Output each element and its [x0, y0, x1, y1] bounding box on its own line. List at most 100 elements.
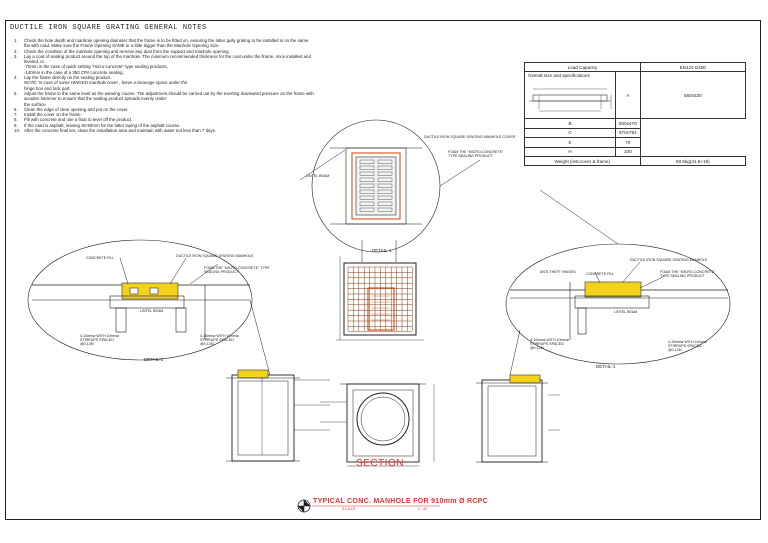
section-title: SECTION [356, 458, 404, 469]
label-micro-concrete-right: FOAM THE "MICRO-CONCRETE" TYPE SEALING P… [660, 270, 716, 278]
note-text: Check the hole depth and manhole opening… [24, 38, 309, 49]
note-item: hinge box and lock part. [14, 86, 314, 91]
grate-slot [377, 159, 393, 164]
note-text: hinge box and lock part. [24, 85, 71, 91]
note-item: 7. Install the cover on the frame. [14, 112, 314, 117]
label-anti-theft: ANTI-THEFT HINGES [540, 270, 576, 274]
note-number: 1. [14, 38, 18, 43]
right-detail-section [505, 243, 731, 365]
note-item: 5. Adjust the frame to the same level as … [14, 91, 314, 102]
notes-title: DUCTILE IRON SQUARE GRATING GENERAL NOTE… [10, 24, 207, 32]
grate-slot [359, 177, 375, 182]
size-spec-cell: Overall size and specifications [524, 71, 616, 120]
note-text: Adjust the frame to the same level as th… [24, 90, 314, 102]
note-number: 2. [14, 48, 18, 54]
grate-slot [359, 159, 375, 164]
label-detail-left: DETAIL-2 [144, 357, 164, 362]
note-item: 1. Check the hole depth and manhole openi… [14, 38, 314, 49]
scale-value: 1 : 40 [418, 507, 427, 511]
note-text: Fill with concrete and use a float to le… [24, 117, 133, 123]
note-number: 6. [14, 106, 18, 112]
note-number: 4. [14, 75, 18, 81]
grate-slot [377, 189, 393, 194]
label-concrete-fill-right: CONCRETE FILL [586, 272, 615, 276]
note-text: the surface. [24, 101, 47, 107]
note-text: Lay a coat of sealing product around the… [24, 53, 311, 65]
label-stirrups-left-a: 4-10mmø WITH 10mmø STIRRUPS SPACED @0.12… [80, 334, 119, 346]
grate-slot [377, 165, 393, 170]
label-stirrups-left-b: 4-10mmø WITH 10mmø STIRRUPS SPACED @0.12… [200, 334, 239, 346]
label-grating-left: DUCTILE IRON SQUARE GRATING MANHOLE [176, 254, 254, 258]
label-sealing-top: FOAM THE "MICRO-CONCRETE" TYPE SEALING P… [448, 150, 504, 158]
note-number: 5. [14, 90, 18, 96]
grate-slot [359, 165, 375, 170]
load-capacity-value: EN124 D400 [639, 61, 747, 73]
left-detail-section [27, 239, 253, 361]
note-item: 9. If the road is asphalt, leaving 30-50m… [14, 123, 314, 128]
label-lintel-left: LINTEL BEAM [140, 309, 164, 313]
grate-slot [359, 189, 375, 194]
bottom-center-section [320, 383, 435, 467]
label-concrete-fill-left: CONCRETE FILL [86, 256, 115, 260]
note-text: Clean the edge of clear opening and put … [24, 106, 129, 112]
spec-value: 580x530 [639, 71, 747, 120]
label-grating-right: DUCTILE IRON SQUARE GRATING MANHOLE [630, 258, 708, 262]
label-stirrups-right-b: 4-10mmø WITH 10mmø STIRRUPS SPACED @0.12… [668, 340, 707, 352]
label-stirrups-right-a: 4-10mmø WITH 10mmø STIRRUPS SPACED @0.12… [530, 338, 569, 350]
label-lintel-top: LINTEL BEAM [306, 174, 330, 178]
note-item: 8. Fill with concrete and use a float to … [14, 117, 314, 122]
note-item: 6. Clean the edge of clear opening and pu… [14, 107, 314, 112]
grate-slot [377, 177, 393, 182]
note-item: -140mm in the case of a 350 CPA concrete… [14, 70, 314, 75]
note-item: NOTE: In case of some HINGED manhole cov… [14, 80, 314, 85]
note-item: 10.After the concrete final set, clean t… [14, 128, 314, 133]
label-lintel-right: LINTEL BEAM [614, 310, 638, 314]
grate-slot [377, 201, 393, 206]
bottom-right-section [476, 374, 560, 463]
note-number: 9. [14, 122, 18, 128]
grate-slot [377, 171, 393, 176]
label-detail-mid: DETAIL-1 [372, 248, 392, 253]
manhole-plan-rebar [336, 240, 424, 341]
note-number: 10. [14, 128, 21, 134]
title-marker [297, 499, 440, 513]
weight-value: 60.5kg(41.5+19) [639, 155, 747, 167]
note-text: NOTE: In case of some HINGED manhole cov… [24, 80, 188, 86]
note-item: 2. Check the condition of the manhole ope… [14, 49, 314, 54]
size-spec-label: Overall size and specifications [528, 73, 590, 79]
drawing-title: TYPICAL CONC. MANHOLE FOR 910mm Ø RCPC [313, 498, 489, 505]
note-text: Lay the frame directly on the sealing pr… [24, 75, 112, 81]
grate-slot [377, 183, 393, 188]
grate-slot [359, 195, 375, 200]
sheet-border [5, 20, 761, 520]
note-text: -70mm in the case of quick setting "micr… [24, 64, 168, 70]
leader-lines [119, 149, 666, 376]
spec-key: A [615, 71, 641, 120]
grate-slot [359, 171, 375, 176]
note-text: -140mm in the case of a 350 CPA concrete… [24, 69, 124, 75]
note-item: 4. Lay the frame directly on the sealing … [14, 75, 314, 80]
note-number: 3. [14, 53, 18, 59]
label-grating-top: DUCTILE IRON SQUARE GRATING MANHOLE COVE… [424, 135, 516, 139]
note-number: 7. [14, 112, 18, 118]
grate-slot [359, 207, 375, 212]
label-detail-right: DETAIL-1 [596, 364, 616, 369]
cover-profile-sketch [529, 89, 612, 112]
top-detail-grating-plan [311, 119, 441, 253]
note-text: If the road is asphalt, leaving 30-50mm … [24, 122, 181, 128]
load-capacity-table: Load Capacity EN124 D400 Overall size an… [524, 61, 747, 167]
grate-slot [377, 195, 393, 200]
note-item: 3. Lay a coat of sealing product around t… [14, 54, 314, 65]
note-item: -70mm in the case of quick setting "micr… [14, 64, 314, 69]
grate-slot [359, 183, 375, 188]
grate-slot [377, 207, 393, 212]
note-item: the surface. [14, 102, 314, 107]
note-text: Install the cover on the frame. [24, 112, 82, 118]
grate-slot [359, 201, 375, 206]
note-text: Check the condition of the manhole openi… [24, 48, 230, 54]
scale-label: SCALE [342, 507, 356, 511]
note-number: 8. [14, 117, 18, 123]
note-text: After the concrete final set, clean the … [24, 128, 217, 134]
